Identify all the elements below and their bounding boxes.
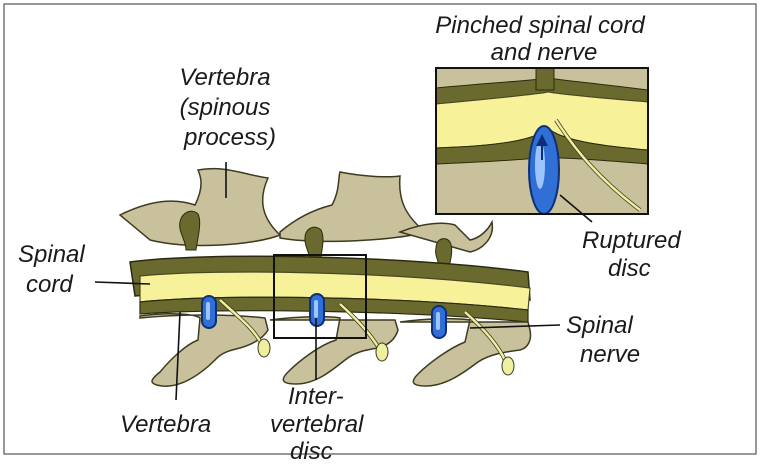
vertebra-spinous-line3: process) xyxy=(183,124,276,151)
vertebra-body-label: Vertebra xyxy=(120,411,211,438)
vertebra-spinous-line2: (spinous xyxy=(180,94,271,121)
spinal-cord-label-line1: Spinal xyxy=(18,241,85,268)
ruptured-disc-label-line2: disc xyxy=(608,255,651,282)
spinal-nerve-label-line1: Spinal xyxy=(566,312,633,339)
inset xyxy=(436,68,648,214)
intervertebral-label-line2: vertebral xyxy=(270,411,364,438)
intervertebral-label-line1: Inter- xyxy=(288,383,344,410)
ruptured-disc-label-line1: Ruptured xyxy=(582,227,681,254)
inset-title-line2: and nerve xyxy=(491,39,598,66)
inset-title-line1: Pinched spinal cord xyxy=(435,12,645,39)
vertebra-spinous-line1: Vertebra xyxy=(179,64,270,91)
spinal-nerve-label-line2: nerve xyxy=(580,341,640,368)
spinal-cord-label-line2: cord xyxy=(26,271,73,298)
intervertebral-label-line3: disc xyxy=(290,438,333,462)
